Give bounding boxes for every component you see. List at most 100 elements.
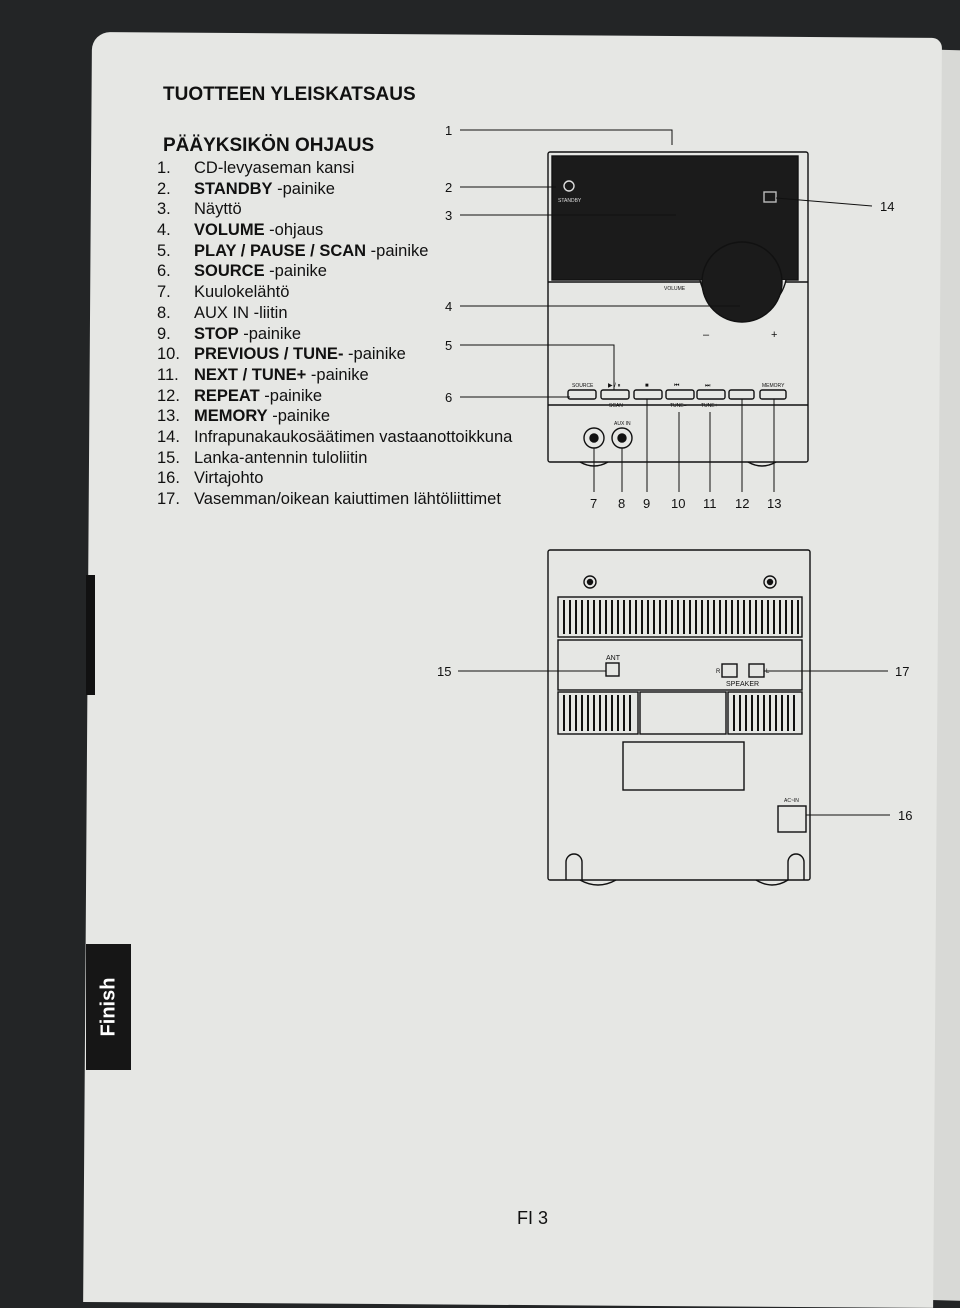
callout-number: 9 — [643, 496, 650, 511]
callout-number: 14 — [880, 199, 894, 214]
vent-grille-left — [557, 691, 639, 735]
callout-number: 7 — [590, 496, 597, 511]
list-item: 13.MEMORY -painike — [157, 407, 331, 426]
volume-knob — [701, 241, 783, 323]
vent-grille-top — [557, 596, 803, 638]
volume-minus-label: – — [703, 329, 710, 341]
callout-number: 1 — [445, 123, 452, 138]
callout-number: 4 — [445, 299, 452, 314]
source-label: SOURCE — [572, 383, 594, 389]
callout-number: 5 — [445, 338, 452, 353]
left-vent-slats — [563, 695, 631, 731]
screw-icon — [763, 575, 777, 589]
page-number: FI 3 — [517, 1208, 549, 1228]
rear-foot-left — [565, 853, 583, 880]
parts-list: 1.CD-levyaseman kansi 2.STANDBY -painike… — [157, 158, 512, 510]
list-item: 17.Vasemman/oikean kaiuttimen lähtöliitt… — [157, 490, 501, 508]
ir-window-icon — [763, 191, 777, 203]
tune-plus-label: TUNE+ — [701, 403, 718, 409]
screw-icon — [583, 575, 597, 589]
headphone-jack-hole — [589, 433, 599, 443]
list-item: 7.Kuulokelähtö — [157, 283, 290, 302]
list-item: 16.Virtajohto — [157, 469, 264, 488]
aux-in-jack-hole — [617, 433, 627, 443]
callout-number: 13 — [767, 496, 781, 511]
list-item: 1.CD-levyaseman kansi — [157, 159, 355, 177]
speaker-port-r — [721, 663, 738, 678]
callout-number: 16 — [898, 808, 912, 823]
screw-icon-center — [766, 578, 774, 586]
aux-in-label: AUX IN — [614, 421, 631, 427]
list-item: 10.PREVIOUS / TUNE- -painike — [157, 345, 406, 364]
source-button — [567, 389, 597, 400]
play-pause-button — [600, 389, 630, 400]
callout-number: 15 — [437, 664, 451, 679]
screw-icon-center — [586, 578, 594, 586]
antenna-port — [605, 662, 620, 677]
rear-panel-diagram — [547, 549, 811, 886]
tune-minus-label: TUNE– — [670, 403, 687, 409]
callout-number: 8 — [618, 496, 625, 511]
top-vent-slats — [563, 600, 799, 634]
stop-button — [633, 389, 663, 400]
callout-number: 10 — [671, 496, 685, 511]
list-item: 4.VOLUME -ohjaus — [157, 221, 324, 240]
ac-in-label: AC~IN — [784, 798, 799, 804]
leader-line — [460, 129, 673, 145]
list-item: 3.Näyttö — [157, 200, 242, 219]
leader-line — [775, 197, 873, 207]
callout-number: 17 — [895, 664, 909, 679]
next-button — [696, 389, 726, 400]
standby-label: STANDBY — [558, 198, 582, 204]
rear-foot-curve — [579, 879, 617, 886]
connector-plate — [557, 639, 803, 691]
section-title: PÄÄYKSIKÖN OHJAUS — [163, 135, 375, 156]
right-vent-slats — [733, 695, 795, 731]
speaker-label: SPEAKER — [726, 681, 759, 688]
binding-edge — [86, 575, 95, 695]
prev-button — [665, 389, 695, 400]
volume-plus-label: + — [771, 329, 777, 341]
callout-number: 12 — [735, 496, 749, 511]
repeat-button — [728, 389, 755, 400]
memory-label: MEMORY — [762, 383, 785, 389]
list-item: 14.Infrapunakaukosäätimen vastaanottoikk… — [157, 427, 513, 446]
list-item: 5.PLAY / PAUSE / SCAN -painike — [157, 241, 429, 260]
leader-line — [460, 344, 615, 390]
power-icon — [563, 180, 575, 192]
list-item: 2.STANDBY -painike — [157, 179, 335, 198]
device-diagrams: STANDBY VOLUME – + SOURCE ▶ / ⏸ SCAN ■ ⏮… — [437, 123, 912, 886]
leader-lines — [458, 129, 890, 816]
scan-label: SCAN — [609, 403, 623, 409]
ant-label: ANT — [606, 655, 621, 662]
play-pause-label: ▶ / ⏸ — [608, 383, 621, 389]
callout-number: 6 — [445, 390, 452, 405]
callout-number: 2 — [445, 180, 452, 195]
language-tab-label: Finish — [97, 977, 119, 1037]
ac-in-socket — [777, 805, 807, 833]
speaker-r-label: R — [716, 669, 721, 675]
list-item: 6.SOURCE -painike — [157, 262, 327, 281]
rear-foot-right — [787, 853, 805, 880]
front-body-outline — [547, 151, 809, 463]
rear-foot-curve — [755, 879, 789, 886]
label-plate — [622, 741, 745, 791]
list-item: 15.Lanka-antennin tuloliitin — [157, 448, 368, 467]
vent-grille-right — [727, 691, 803, 735]
callout-number: 11 — [703, 496, 717, 511]
next-label: ⏭ — [705, 383, 711, 389]
list-item: 8.AUX IN -liitin — [157, 303, 288, 322]
language-tab: Finish — [86, 944, 131, 1070]
vent-slats — [563, 600, 799, 731]
list-item: 12.REPEAT -painike — [157, 386, 323, 405]
center-plate — [639, 691, 727, 735]
speaker-port-l — [748, 663, 765, 678]
list-item: 11.NEXT / TUNE+ -painike — [157, 365, 369, 384]
speaker-l-label: L — [766, 669, 770, 675]
memory-button — [759, 389, 787, 400]
volume-label: VOLUME — [664, 286, 686, 292]
front-panel-diagram — [547, 151, 809, 467]
callout-number: 3 — [445, 208, 452, 223]
rear-body-outline — [547, 549, 811, 881]
list-item: 9.STOP -painike — [157, 324, 302, 343]
